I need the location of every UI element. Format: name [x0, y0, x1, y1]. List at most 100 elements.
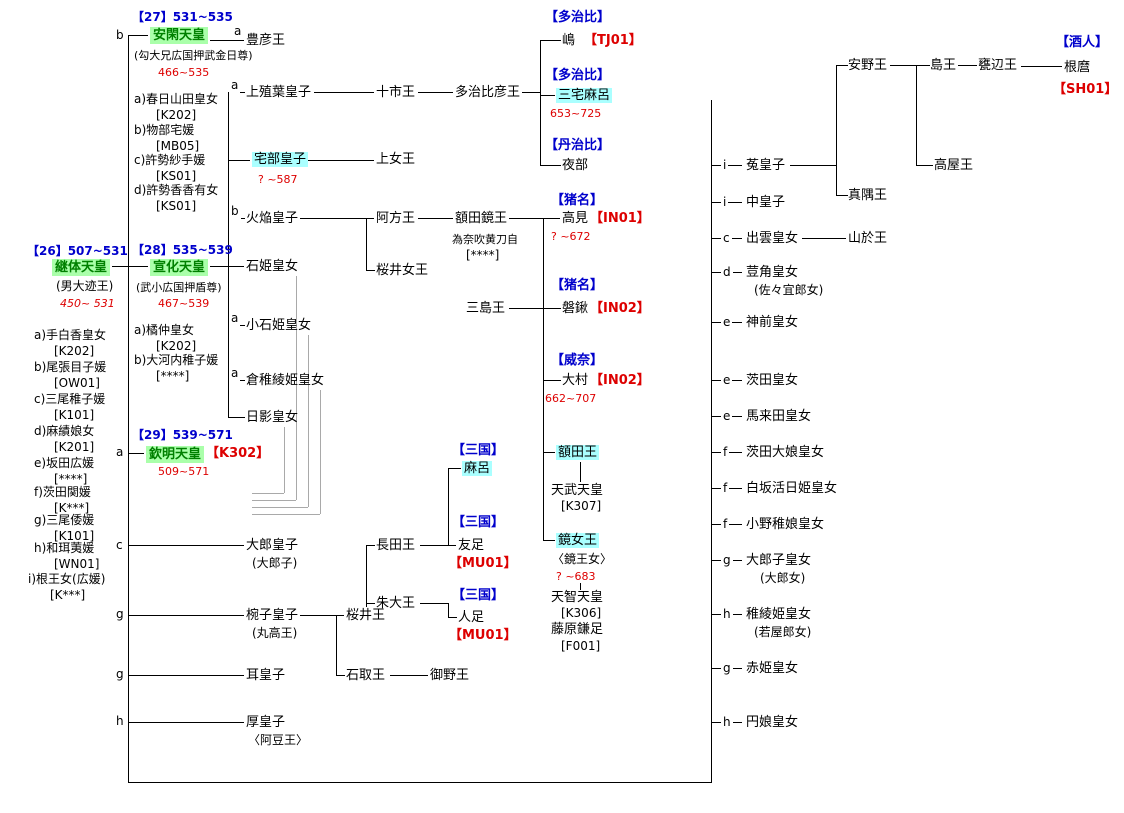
- wakaaya-alias: (若屋郎女): [754, 625, 812, 639]
- node-nukata-okimi[interactable]: 額田王: [556, 445, 600, 460]
- node-iwasuki: 磐鍬: [562, 301, 589, 316]
- letter-naka: i: [721, 195, 729, 210]
- sakuraime-feed-line: [366, 270, 375, 271]
- emperor-ankan[interactable]: 安閑天皇: [150, 27, 209, 44]
- yasuno-shima-line: [890, 65, 930, 66]
- clan-sakahito: 【酒人】: [1056, 35, 1109, 50]
- clan-ina-2: 【猪名】: [551, 278, 604, 293]
- keitai-wife-h: h)和珥荑媛: [34, 541, 95, 555]
- marriage-hikage-h-line: [252, 493, 284, 494]
- node-yamao: 山於王: [848, 231, 888, 246]
- oiratsuko-alias: (大郎子): [252, 556, 298, 570]
- emperor-keitai[interactable]: 継体天皇: [52, 259, 111, 276]
- toyohiko-link-line: [210, 40, 244, 41]
- keitai-wife-i: i)根王女(広媛): [28, 572, 106, 586]
- letter-kamusaki: e: [721, 315, 733, 330]
- ankan-feed-line: [129, 35, 148, 36]
- node-miyakemaro[interactable]: 三宅麻呂: [556, 88, 613, 103]
- keitai-wife-f-ref: [K***]: [54, 501, 90, 515]
- node-hikage: 日影皇女: [246, 410, 299, 425]
- atsu-feed-line: [129, 722, 244, 723]
- tomotari-ref: 【MU01】: [449, 556, 517, 571]
- nukatakagami-consort: 為奈吹黄刀自: [452, 233, 518, 246]
- keitai-wife-b-ref: [OW01]: [54, 376, 100, 390]
- keitai-wife-c-ref: [K101]: [54, 408, 95, 422]
- node-kagamime[interactable]: 鏡女王: [556, 533, 600, 548]
- tajihi-trunk-line: [540, 40, 541, 165]
- shima-tajihi-ref: 【TJ01】: [584, 33, 642, 48]
- node-nemaro: 根麿: [1064, 60, 1091, 75]
- shima-mikabe-line: [958, 65, 977, 66]
- node-maro[interactable]: 麻呂: [462, 461, 493, 476]
- letter-manta: e: [721, 373, 733, 388]
- node-agata: 阿方王: [376, 211, 416, 226]
- honoo-agata-line: [300, 218, 374, 219]
- keitai-wife-e: e)坂田広媛: [34, 456, 95, 470]
- ankan-wife-c: c)許勢紗手媛: [134, 153, 206, 167]
- ankan-wife-a: a)春日山田皇女: [134, 92, 219, 106]
- kagamime-spouse2: 藤原鎌足: [551, 622, 604, 637]
- kamitsueha-tochi-line: [314, 92, 374, 93]
- letter-akahime: g: [721, 661, 733, 676]
- node-mimi: 耳皇子: [246, 668, 286, 683]
- kagamime-spouse1-ref: [K306]: [561, 606, 602, 620]
- senka-wife-a-ref: [K202]: [156, 339, 197, 353]
- ankan-wife-a-ref: [K202]: [156, 108, 197, 122]
- node-nagata: 長田王: [376, 538, 416, 553]
- tajihiko-link-line: [522, 92, 540, 93]
- node-yasuno: 安野王: [848, 58, 888, 73]
- node-yakabe[interactable]: 宅部皇子: [252, 152, 309, 167]
- node-takaya: 高屋王: [934, 158, 974, 173]
- kagamime-alias: 〈鏡王女〉: [552, 552, 613, 566]
- kagamime-spouse2-ref: [F001]: [561, 639, 601, 653]
- emperor-kinmei[interactable]: 欽明天皇: [146, 446, 205, 463]
- branch-letter-kamitsueha: a: [229, 78, 241, 93]
- senka-wife-b-ref: [****]: [156, 369, 190, 383]
- node-toyohiko: 豊彦王: [246, 33, 286, 48]
- main-trunk-line: [128, 35, 129, 782]
- marriage-koishihime-h-line: [252, 507, 308, 508]
- bottom-connector-line: [128, 782, 712, 783]
- takami-dates: ? ~672: [551, 230, 591, 243]
- node-yabe: 夜部: [562, 158, 589, 173]
- node-sasage: 荳角皇女: [746, 265, 799, 280]
- right-trunk-line: [711, 100, 712, 782]
- letter-ono: f: [721, 517, 730, 532]
- node-atsu: 厚皇子: [246, 715, 286, 730]
- ankan-wife-b: b)物部宅媛: [134, 123, 195, 137]
- keitai-wife-a-ref: [K202]: [54, 344, 95, 358]
- keitai-wife-d: d)麻績娘女: [34, 424, 95, 438]
- iwasuki-feed-line: [543, 308, 561, 309]
- kagamime-tenji-link-line: [580, 583, 581, 590]
- ankan-wife-c-ref: [KS01]: [156, 169, 197, 183]
- mother-letter-mimi: g: [114, 667, 126, 682]
- agata-sakuraime-trunk-line: [366, 218, 367, 270]
- yasuno-feed-line: [836, 65, 848, 66]
- mother-letter-kinmei: a: [114, 445, 126, 460]
- nagata-feed-line: [366, 545, 375, 546]
- era-kinmei: 【29】539~571: [132, 428, 233, 442]
- era-keitai: 【26】507~531: [27, 244, 128, 258]
- miyakemaro-dates: 653~725: [550, 107, 602, 120]
- keitai-wife-i-ref: [K***]: [50, 588, 86, 602]
- oiratsuko-feed-line: [129, 545, 244, 546]
- clan-mikuni-2: 【三国】: [452, 515, 505, 530]
- takaya-feed-line: [916, 165, 933, 166]
- sakurai-ishitori-trunk-line: [336, 615, 337, 675]
- omura-feed-line: [543, 380, 561, 381]
- keitai-wife-b: b)尾張目子媛: [34, 360, 107, 374]
- hikage-feed-line: [229, 417, 245, 418]
- yakabe-dates: ? ~587: [258, 173, 298, 186]
- maroko-feed-line: [129, 615, 244, 616]
- node-manta-oiratsume: 茨田大娘皇女: [746, 445, 825, 460]
- marriage-kurawakaya-h-line: [252, 514, 320, 515]
- kagamime-feed-line: [543, 540, 555, 541]
- clan-tajihi-3: 【丹治比】: [545, 138, 611, 153]
- kagamime-spouse1: 天智天皇: [551, 590, 604, 605]
- node-takami: 高見: [562, 211, 589, 226]
- era-ankan: 【27】531~535: [132, 10, 233, 24]
- emperor-senka[interactable]: 宣化天皇: [150, 259, 209, 276]
- senka-children-trunk-line: [228, 92, 229, 418]
- node-oiratsuko: 大郎皇子: [246, 538, 299, 553]
